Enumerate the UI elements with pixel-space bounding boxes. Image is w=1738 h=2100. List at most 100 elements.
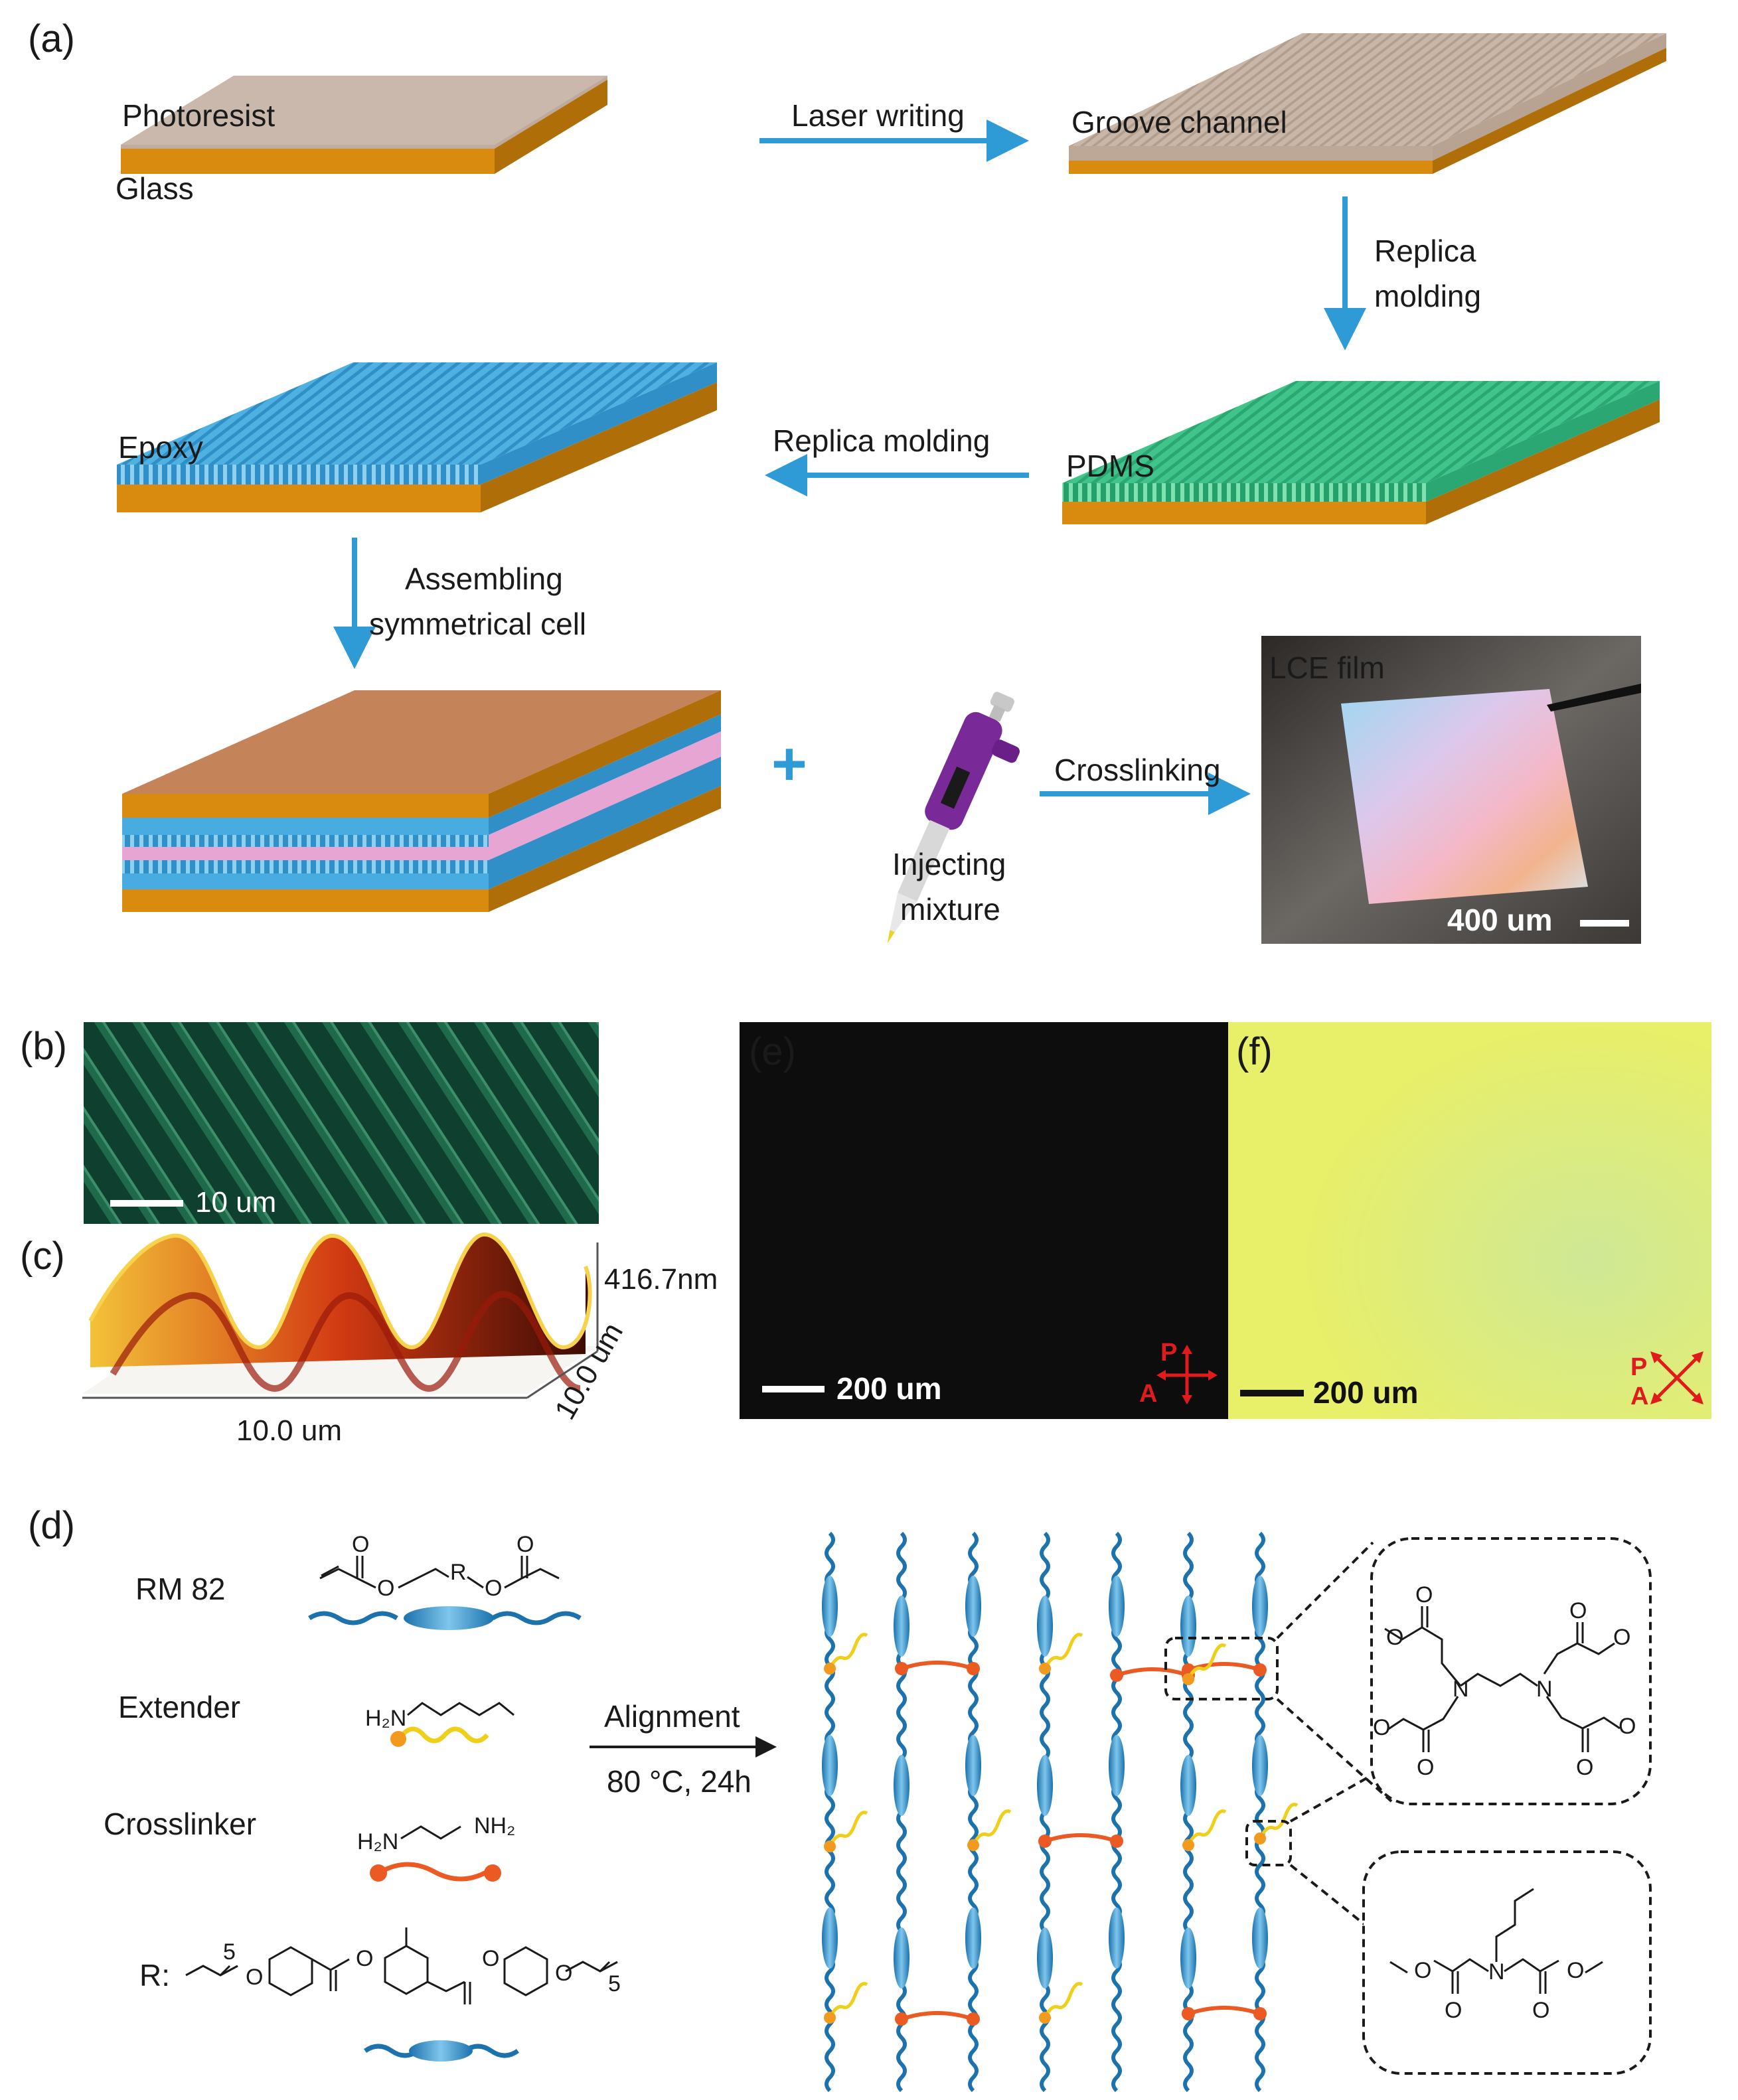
replica-molding-label-1: Replica bbox=[1374, 234, 1476, 268]
plus-sign: + bbox=[771, 730, 807, 798]
extender-chain-cartoon bbox=[1043, 1982, 1083, 2019]
crosslinker-product-n2: N bbox=[1536, 1677, 1553, 1702]
polarizer-p-e: P bbox=[1160, 1339, 1177, 1367]
rm82-r: R bbox=[450, 1560, 467, 1585]
rm82-label: RM 82 bbox=[135, 1572, 225, 1606]
extender-end bbox=[824, 2012, 836, 2024]
pipette-icon bbox=[887, 692, 1020, 944]
afm-height-label: 416.7nm bbox=[604, 1263, 718, 1296]
crosslinker-chain bbox=[400, 1825, 461, 1840]
extender-end bbox=[967, 1839, 979, 1851]
crosslinker-product-o6: O bbox=[1373, 1715, 1390, 1740]
afm-x-label: 10.0 um bbox=[236, 1414, 342, 1447]
extender-chain-cartoon bbox=[1186, 1643, 1227, 1681]
crosslinker-end bbox=[1110, 1835, 1123, 1848]
mesogen-unit bbox=[894, 1596, 909, 1657]
r-o1: O bbox=[246, 1965, 263, 1990]
extender-product-o4: O bbox=[1567, 1958, 1584, 1983]
extender-chain bbox=[407, 1702, 514, 1716]
photoresist-label: Photoresist bbox=[122, 98, 275, 133]
crosslinker-product-o4: O bbox=[1613, 1625, 1630, 1650]
lce-film-label: LCE film bbox=[1269, 650, 1385, 685]
crosslinker-end bbox=[1182, 2007, 1195, 2020]
mesogen-unit bbox=[1252, 1576, 1268, 1637]
scale-bar-e bbox=[762, 1386, 825, 1392]
r-sub5-left: 5 bbox=[223, 1939, 236, 1965]
crosslinker-end bbox=[1253, 2007, 1267, 2020]
crosslinker-product-o1: O bbox=[1415, 1582, 1433, 1608]
crosslinker-h2n: H₂N bbox=[357, 1829, 398, 1854]
extender-label: Extender bbox=[118, 1690, 240, 1724]
crosslinker-bridge bbox=[901, 2011, 974, 2021]
groove-channel-slab bbox=[1069, 33, 1666, 174]
injecting-label-1: Injecting bbox=[892, 847, 1006, 881]
injecting-label-2: mixture bbox=[900, 892, 1000, 927]
zoom-line-3 bbox=[1290, 1775, 1371, 1823]
lce-scale-text: 400 um bbox=[1447, 903, 1553, 937]
extender-end bbox=[824, 1663, 836, 1675]
crosslinker-bridge bbox=[1044, 1833, 1117, 1843]
lce-film-photo bbox=[1261, 636, 1641, 944]
mesogen-unit bbox=[822, 1908, 838, 1969]
panel-label-c: (c) bbox=[20, 1235, 65, 1278]
scale-text-e: 200 um bbox=[836, 1371, 942, 1406]
extender-product-o3: O bbox=[1532, 1998, 1549, 2023]
symmetrical-cell-stack bbox=[122, 690, 721, 912]
r-sub5-right: 5 bbox=[608, 1971, 621, 1996]
crosslinker-product-o8: O bbox=[1619, 1714, 1636, 1739]
mesogen-unit bbox=[894, 1927, 909, 1988]
polarizer-a-e: A bbox=[1139, 1380, 1157, 1408]
r-o4: O bbox=[555, 1961, 572, 1986]
lce-scale-bar bbox=[1580, 920, 1629, 927]
extender-chain-cartoon bbox=[1186, 1809, 1227, 1846]
mesogen-unit bbox=[965, 1735, 981, 1796]
mesogen-unit bbox=[822, 1576, 838, 1637]
mesogen-unit bbox=[822, 1735, 838, 1796]
panel-label-a: (a) bbox=[28, 17, 75, 60]
extender-product-structure bbox=[1389, 1888, 1603, 1994]
crosslinker-end bbox=[1110, 1669, 1123, 1682]
crosslinker-nh2: NH₂ bbox=[474, 1813, 515, 1838]
mesogen-unit bbox=[1037, 1927, 1053, 1988]
scale-bar-f bbox=[1240, 1390, 1304, 1396]
extender-chain-cartoon bbox=[1258, 1803, 1299, 1840]
crosslinker-bridge bbox=[1188, 2006, 1261, 2016]
mesogen-unit bbox=[1180, 1927, 1196, 1988]
zoom-panel-crosslinker bbox=[1370, 1537, 1652, 1805]
crosslinker-end bbox=[895, 1662, 908, 1675]
extender-chain-cartoon bbox=[1043, 1633, 1083, 1670]
epoxy-slab bbox=[117, 362, 717, 512]
rm82-o2: O bbox=[377, 1576, 394, 1601]
zoom-box-crosslinker bbox=[1164, 1637, 1279, 1700]
mesogen-unit bbox=[1180, 1755, 1196, 1816]
crosslinker-product-structure bbox=[1384, 1606, 1620, 1752]
extender-chain-cartoon bbox=[828, 1633, 868, 1670]
extender-chain-cartoon bbox=[828, 1982, 868, 2019]
extender-product-o1: O bbox=[1445, 1998, 1462, 2023]
polarizer-icon-f bbox=[1650, 1351, 1703, 1404]
assembling-label-2: symmetrical cell bbox=[369, 607, 586, 641]
polarizer-a-f: A bbox=[1630, 1383, 1648, 1410]
assembling-label-1: Assembling bbox=[405, 562, 563, 596]
r-o3: O bbox=[482, 1946, 499, 1971]
panel-label-e: (e) bbox=[749, 1030, 796, 1073]
crosslinker-end bbox=[1253, 1663, 1267, 1677]
replica-molding-label-2: molding bbox=[1374, 279, 1481, 313]
rm82-o1: O bbox=[352, 1532, 369, 1557]
groove-channel-label: Groove channel bbox=[1071, 105, 1287, 139]
crosslinker-end bbox=[1038, 1835, 1052, 1848]
crosslinker-bridge bbox=[1116, 1667, 1189, 1677]
extender-product-o2: O bbox=[1414, 1958, 1431, 1983]
extender-end bbox=[1254, 1833, 1266, 1844]
r-label: R: bbox=[139, 1958, 170, 1992]
rm82-o4: O bbox=[516, 1532, 534, 1557]
crosslinking-label: Crosslinking bbox=[1054, 753, 1221, 787]
crosslinker-product-o7: O bbox=[1576, 1755, 1593, 1780]
extender-cartoon bbox=[390, 1726, 489, 1747]
polarizer-p-f: P bbox=[1630, 1353, 1647, 1381]
alignment-conditions: 80 °C, 24h bbox=[607, 1764, 751, 1799]
mesogen-unit bbox=[965, 1576, 981, 1637]
crosslinker-end bbox=[895, 2012, 908, 2026]
extender-h2n: H₂N bbox=[365, 1706, 406, 1731]
